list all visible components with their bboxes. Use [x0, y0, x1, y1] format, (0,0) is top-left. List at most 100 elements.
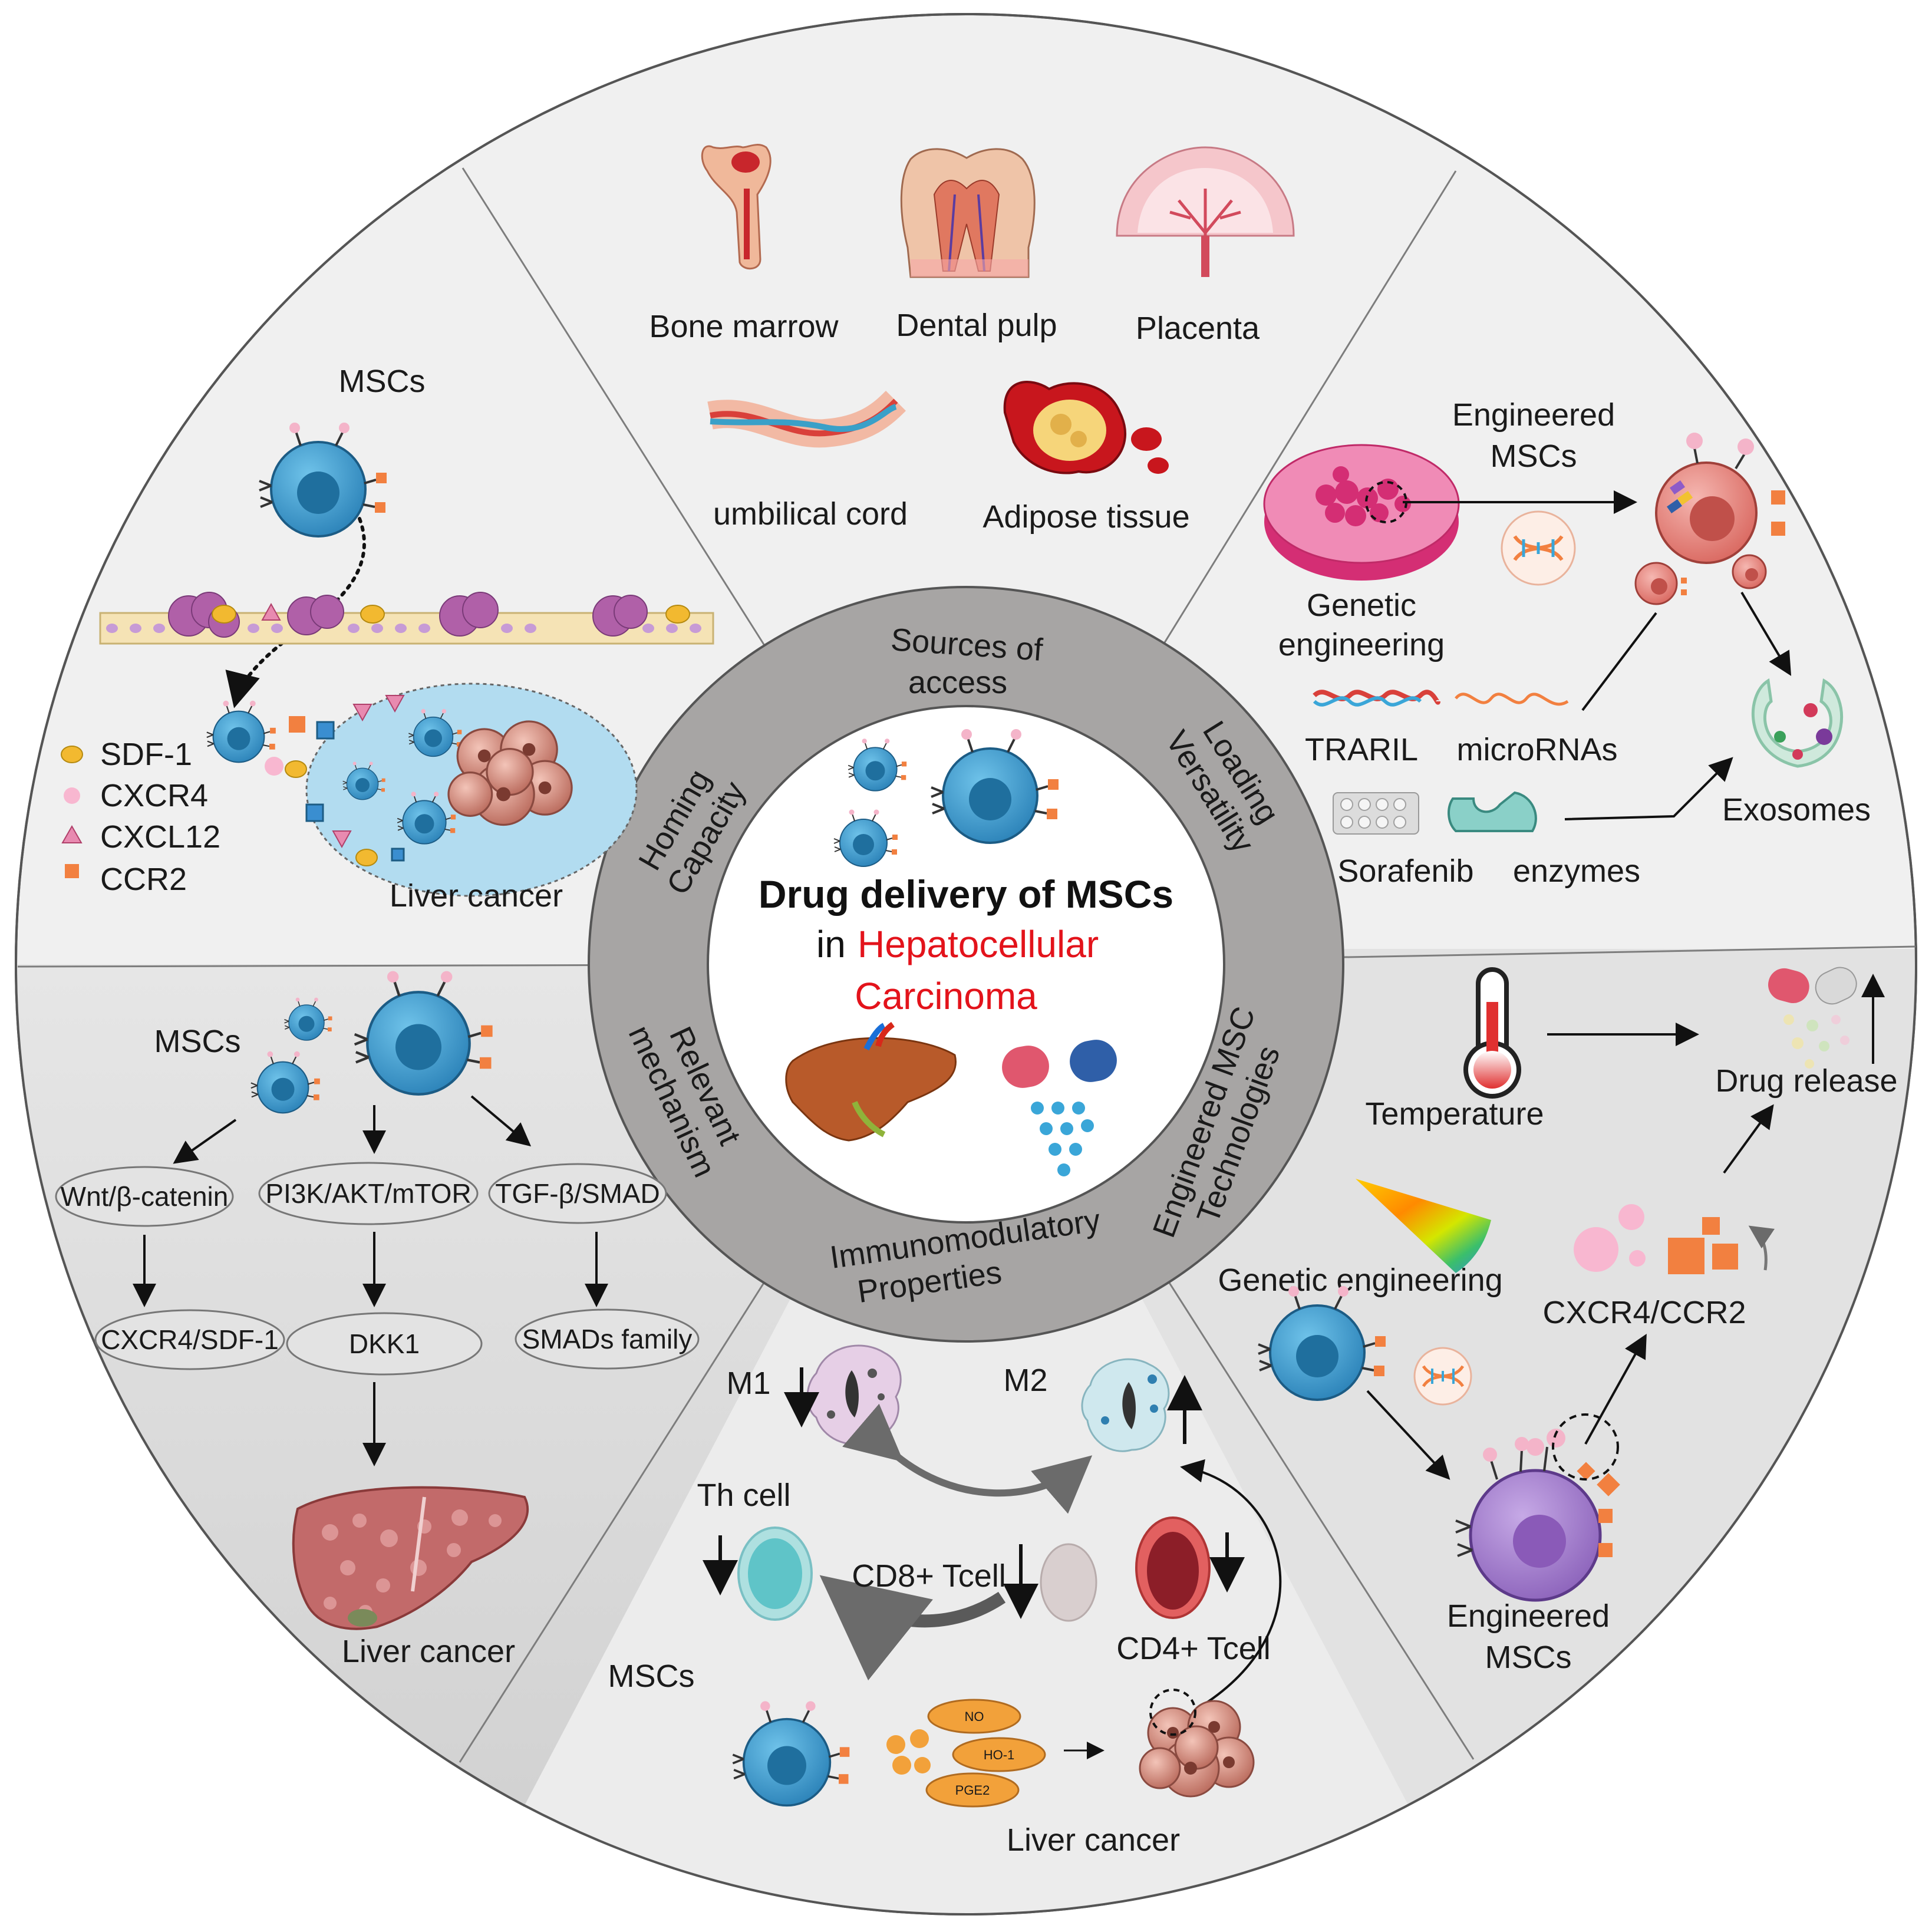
center-disease-line1: Hepatocellular: [858, 923, 1099, 965]
arrow-to-wnt: [173, 1119, 237, 1164]
cd4-label: CD4+ Tcell: [1116, 1631, 1271, 1666]
light-spectrum-icon: [1356, 1179, 1491, 1273]
immuno-tumor-icon: [1139, 1700, 1255, 1798]
arrow-to-tgf: [470, 1095, 532, 1147]
arrow-enzymes-to-exosomes: [1564, 757, 1733, 820]
sorafenib-icon: [1333, 792, 1419, 835]
svg-text:PGE2: PGE2: [955, 1783, 990, 1798]
homing-migration-path: [225, 517, 366, 708]
pathway-tgf: TGF-β/SMAD: [488, 1163, 667, 1224]
cxcl12-legend-icon: [61, 825, 83, 843]
dental-pulp-label: Dental pulp: [896, 308, 1057, 343]
sources-panel: Bone marrow Dental pulp Placenta umbilic…: [649, 144, 1295, 535]
umbilical-cord-label: umbilical cord: [713, 496, 908, 532]
placenta-icon: [1116, 146, 1295, 277]
tumor-to-m2-arrow: [1180, 1459, 1282, 1710]
cxcr4-ccr2-particles: [1574, 1204, 1775, 1274]
arrow-to-release: [1723, 1104, 1774, 1174]
relevant-mscs-label: MSCs: [154, 1024, 241, 1059]
factor-no: NO: [927, 1699, 1021, 1734]
enzymes-label: enzymes: [1513, 853, 1640, 889]
center-title: Drug delivery of MSCs: [759, 872, 1173, 916]
adipose-tissue-icon: [1003, 381, 1169, 474]
micrornas-label: microRNAs: [1456, 732, 1617, 767]
genetic-engineering-label-3: Genetic engineering: [1218, 1262, 1502, 1298]
homing-mscs-label: MSCs: [339, 364, 426, 399]
engineered-msc-label-2: MSCs: [1491, 439, 1577, 474]
drug-release-label: Drug release: [1715, 1063, 1897, 1099]
svg-text:DKK1: DKK1: [349, 1328, 420, 1359]
liver-icon: [785, 1021, 957, 1142]
homing-liver-cancer-label: Liver cancer: [390, 878, 563, 914]
immuno-mscs-label: MSCs: [608, 1659, 695, 1694]
cd8-to-th-arrow: [819, 1575, 1006, 1681]
svg-text:access: access: [908, 665, 1007, 700]
svg-text:HO-1: HO-1: [984, 1748, 1015, 1762]
engineered-msc-purple: [1455, 1413, 1620, 1602]
dental-pulp-icon: [900, 148, 1036, 278]
capsule-icon: [1002, 1040, 1117, 1176]
small-pink-cell-2: [1732, 554, 1767, 589]
sdf1-legend-icon: [61, 746, 83, 763]
umbilical-cord-icon: [707, 391, 906, 448]
th-cell-label: Th cell: [697, 1478, 790, 1513]
relevant-panel: MSCs Wnt/β-catenin PI3K/AKT/mTOR TGF-β/S…: [55, 971, 700, 1669]
loading-panel: Genetic engineering Engineered MSCs: [1263, 397, 1871, 889]
bone-marrow-icon: [701, 144, 772, 270]
exosomes-icon: [1752, 678, 1843, 768]
microrna-icon: [1455, 693, 1569, 706]
homing-panel: MSCs: [61, 364, 714, 914]
endothelial-layer: [99, 592, 714, 645]
target-dkk1: DKK1: [286, 1312, 483, 1376]
legend-sdf1: SDF-1: [100, 737, 192, 772]
engineered-msc-pink-cell: [1655, 433, 1785, 564]
ccr2-legend-icon: [65, 864, 79, 878]
svg-text:CXCR4/SDF-1: CXCR4/SDF-1: [101, 1324, 279, 1355]
svg-text:PI3K/AKT/mTOR: PI3K/AKT/mTOR: [265, 1178, 471, 1209]
genetic-engineering-label-2: engineering: [1278, 627, 1445, 662]
dna-icon: [1501, 510, 1576, 586]
engineered-msc-label-4: MSCs: [1485, 1640, 1572, 1675]
m2-label: M2: [1003, 1363, 1047, 1398]
tumor-highlight-circle: [1149, 1689, 1196, 1736]
pathway-pi3k: PI3K/AKT/mTOR: [258, 1162, 479, 1225]
center-content: Drug delivery of MSCs in Hepatocellular …: [759, 728, 1173, 1176]
diseased-liver-icon: [292, 1486, 529, 1630]
svg-text:NO: NO: [965, 1709, 984, 1724]
bone-marrow-label: Bone marrow: [649, 309, 839, 344]
exosomes-label: Exosomes: [1722, 792, 1871, 827]
legend-cxcl12: CXCL12: [100, 819, 220, 855]
cd8-cell-icon: [1040, 1543, 1097, 1622]
legend-ccr2: CCR2: [100, 862, 187, 897]
arrow-msc-to-exosomes: [1740, 591, 1792, 676]
center-disease-line2: Carcinoma: [855, 975, 1037, 1017]
center-in-word: in: [816, 923, 846, 965]
adipose-tissue-label: Adipose tissue: [983, 499, 1189, 535]
ring-label-immuno: Immunomodulatory Properties: [827, 1202, 1102, 1310]
cxcr4-legend-icon: [64, 787, 80, 804]
traril-label: TRARIL: [1305, 732, 1418, 767]
engineered-msc-label-3: Engineered: [1447, 1598, 1610, 1634]
pathway-wnt: Wnt/β-catenin: [55, 1166, 234, 1227]
homing-tumor-icon: [447, 720, 573, 826]
sorafenib-label: Sorafenib: [1337, 853, 1473, 889]
drug-release-icon: [1768, 967, 1857, 1069]
factor-pge2: PGE2: [925, 1772, 1020, 1808]
svg-text:TGF-β/SMAD: TGF-β/SMAD: [495, 1178, 660, 1209]
cd4-cell-icon: [1135, 1516, 1211, 1619]
arrow-to-receptors: [1584, 1334, 1647, 1445]
line-micrornas-to-msc: [1581, 612, 1657, 711]
immuno-liver-cancer-label: Liver cancer: [1007, 1822, 1180, 1858]
svg-text:SMADs family: SMADs family: [522, 1324, 693, 1354]
engineered-msc-label-1: Engineered: [1452, 397, 1615, 433]
legend-cxcr4: CXCR4: [100, 778, 208, 813]
homing-legend: SDF-1 CXCR4 CXCL12 CCR2: [61, 737, 220, 897]
enzymes-icon: [1448, 791, 1537, 832]
genetic-engineering-label-1: Genetic: [1307, 588, 1416, 623]
relevant-liver-cancer-label: Liver cancer: [342, 1634, 515, 1669]
tumor-niche: [285, 683, 638, 897]
immuno-panel: M1 M2 Th cell CD8+ Tcell CD4+ Tcell MSCs: [608, 1344, 1282, 1858]
dna-icon-2: [1413, 1347, 1472, 1406]
